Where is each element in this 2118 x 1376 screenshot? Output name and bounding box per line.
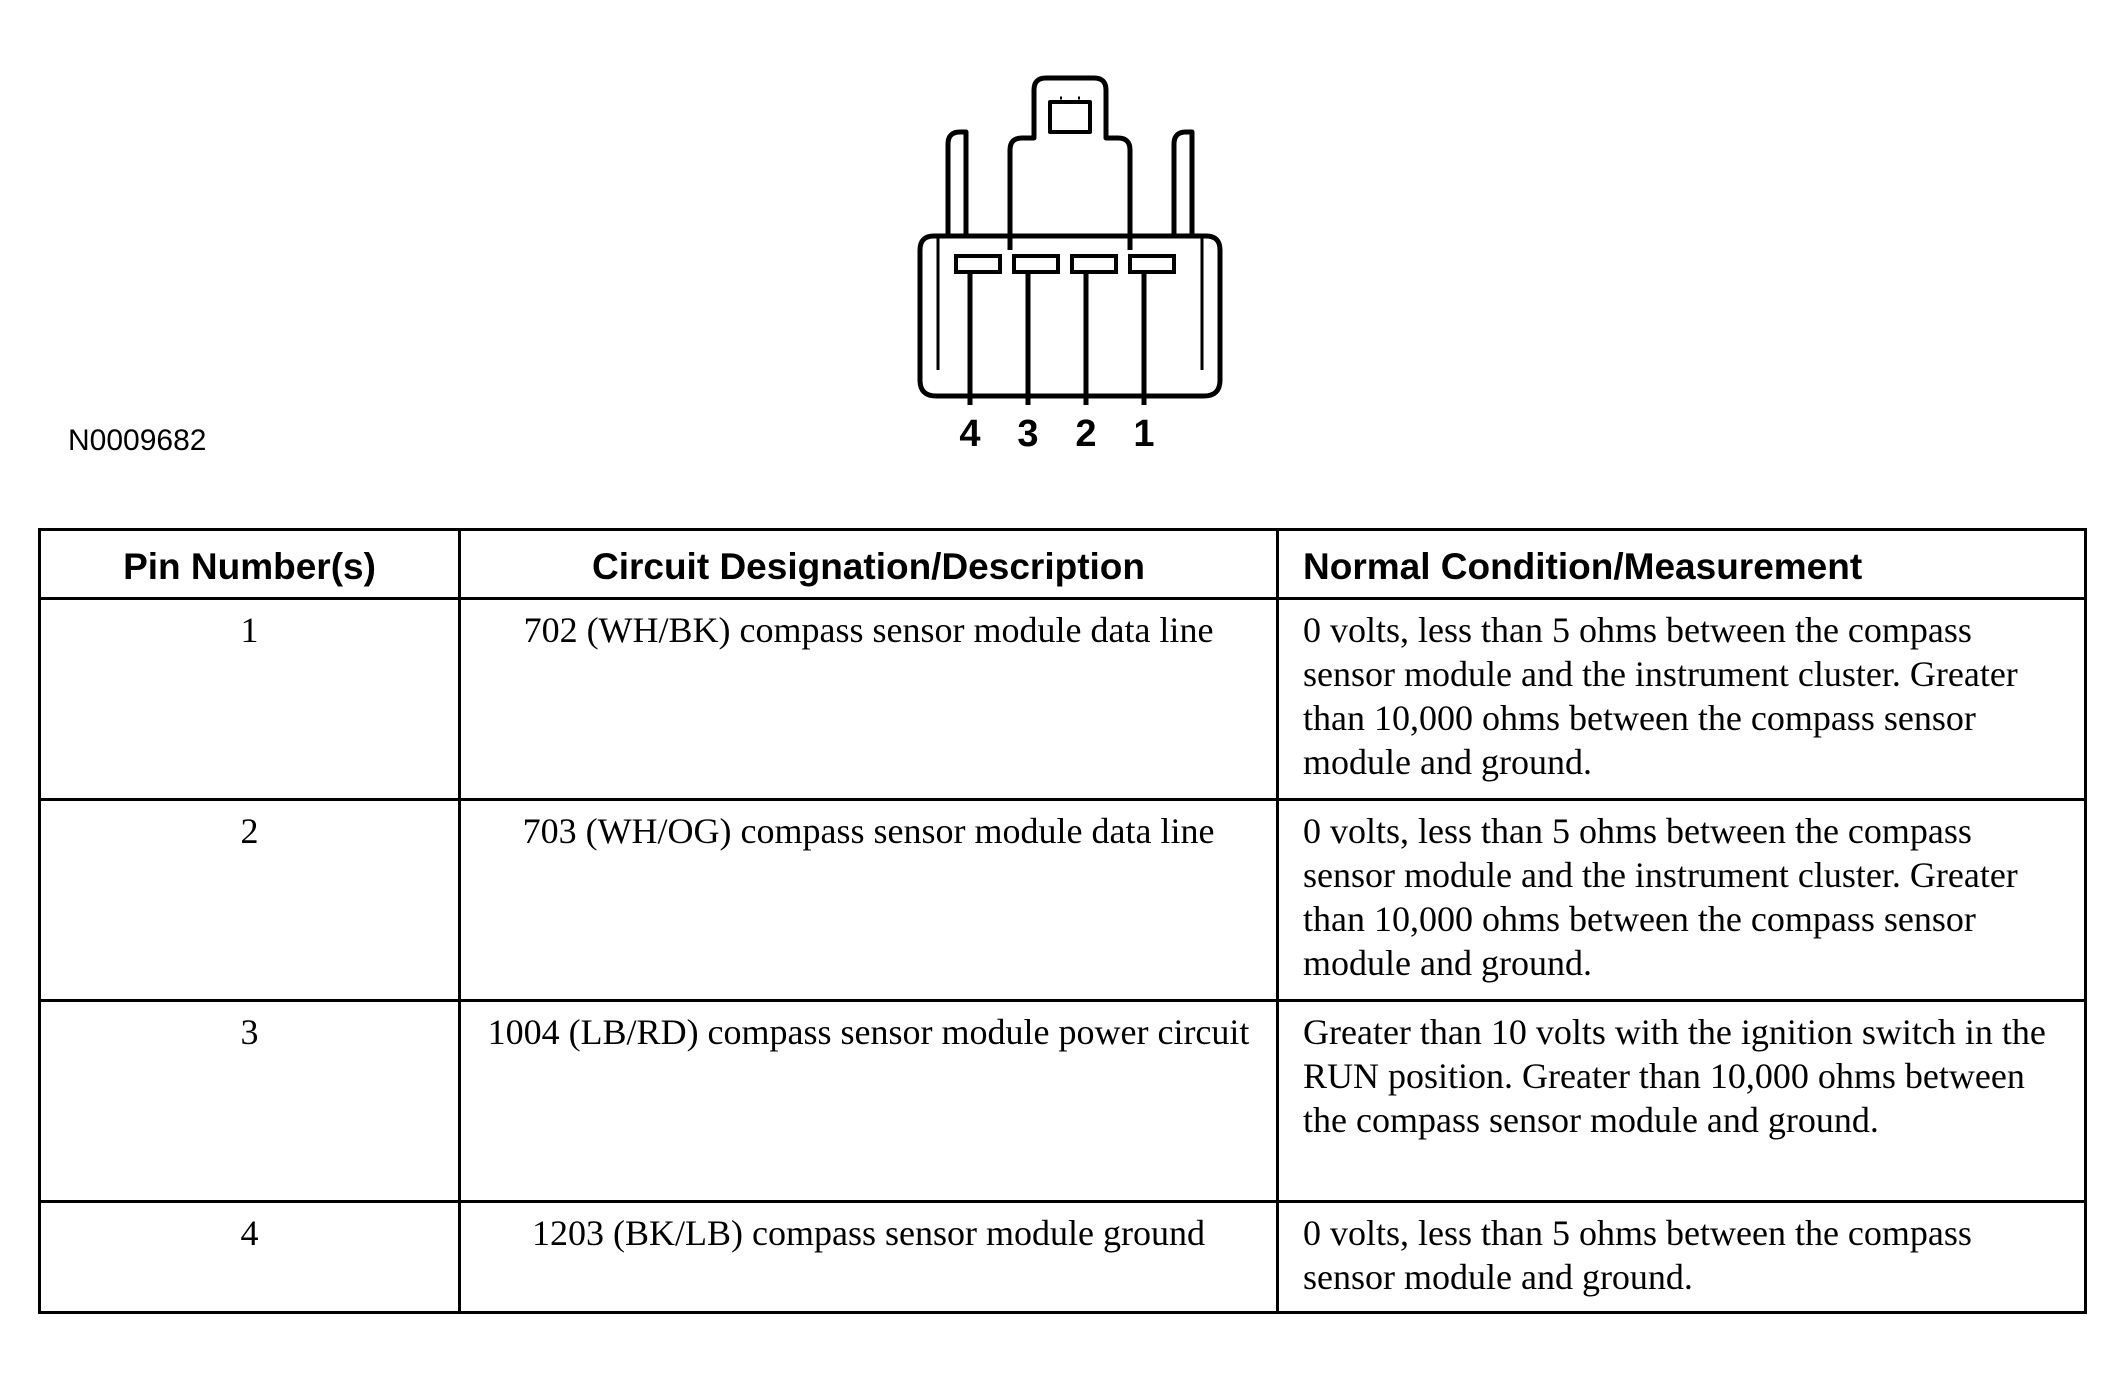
table-row: 1 702 (WH/BK) compass sensor module data…: [38, 597, 2087, 801]
connector-face-diagram: [917, 75, 1223, 405]
cell-measurement: 0 volts, less than 5 ohms between the co…: [1276, 798, 2087, 1002]
cell-pin: 4: [38, 1200, 461, 1314]
header-pin-number: Pin Number(s): [38, 528, 461, 600]
header-circuit-description: Circuit Designation/Description: [458, 528, 1279, 600]
terminal-cavity-2: [1070, 254, 1118, 274]
cell-measurement: 0 volts, less than 5 ohms between the co…: [1276, 1200, 2087, 1314]
cell-pin: 2: [38, 798, 461, 1002]
connector-body-outline: [917, 233, 1223, 399]
cell-description: 703 (WH/OG) compass sensor module data l…: [458, 798, 1279, 1002]
cell-measurement: 0 volts, less than 5 ohms between the co…: [1276, 597, 2087, 801]
header-normal-condition: Normal Condition/Measurement: [1276, 528, 2087, 600]
connector-housing-outline: [1007, 75, 1133, 250]
cell-pin: 3: [38, 999, 461, 1203]
terminal-cavity-1: [1128, 254, 1176, 274]
cell-description: 702 (WH/BK) compass sensor module data l…: [458, 597, 1279, 801]
terminal-cavity-3: [1012, 254, 1060, 274]
cell-measurement: Greater than 10 volts with the ignition …: [1276, 999, 2087, 1203]
pin-label-1: 1: [1133, 413, 1155, 455]
pin-label-4: 4: [959, 413, 981, 455]
cell-description: 1004 (LB/RD) compass sensor module power…: [458, 999, 1279, 1203]
table-header-row: Pin Number(s) Circuit Designation/Descri…: [38, 528, 2087, 600]
cell-pin: 1: [38, 597, 461, 801]
pinout-table: Pin Number(s) Circuit Designation/Descri…: [38, 528, 2087, 1314]
table-row: 2 703 (WH/OG) compass sensor module data…: [38, 798, 2087, 1002]
pin-label-3: 3: [1017, 413, 1039, 455]
cell-description: 1203 (BK/LB) compass sensor module groun…: [458, 1200, 1279, 1314]
pin-label-2: 2: [1075, 413, 1097, 455]
connector-lock-window: [1048, 100, 1092, 134]
figure-id: N0009682: [68, 424, 207, 457]
terminal-cavity-4: [954, 254, 1002, 274]
table-row: 4 1203 (BK/LB) compass sensor module gro…: [38, 1200, 2087, 1314]
table-row: 3 1004 (LB/RD) compass sensor module pow…: [38, 999, 2087, 1203]
